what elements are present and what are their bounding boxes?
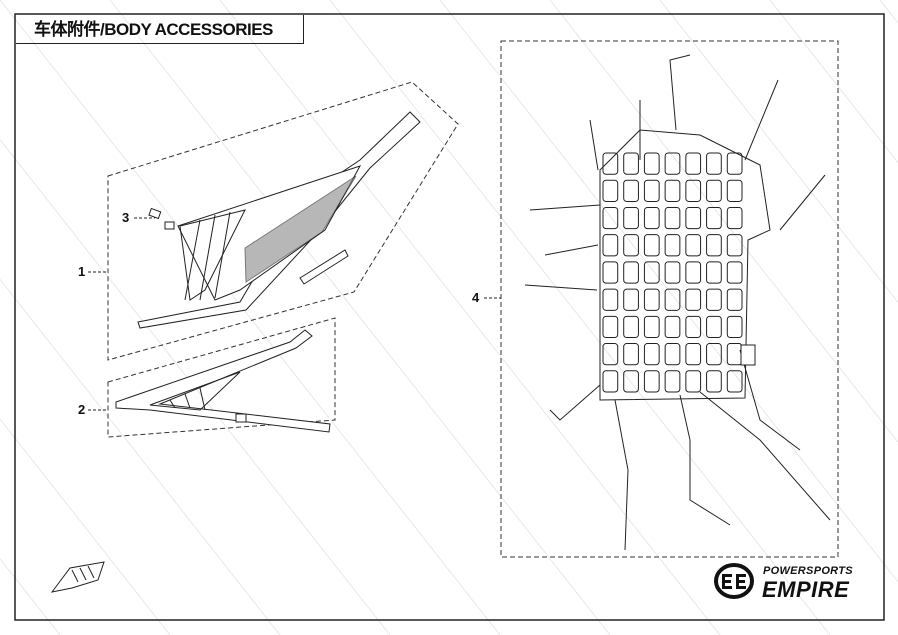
net-cell [706,261,722,284]
brand-line1: POWERSPORTS [763,565,853,577]
net-cell [706,370,722,393]
net-cell [726,288,743,311]
net-cell [726,234,743,257]
watermark-band [219,0,721,635]
net-cell [664,179,681,202]
watermark-band [659,0,898,303]
net-cell [623,234,639,257]
net-cell [623,179,639,202]
net-cell [706,343,722,366]
watermark-band [439,0,898,583]
net-cell [623,315,639,339]
net-cell [685,206,702,230]
net-cell [685,370,702,393]
net-cell [602,179,619,202]
watermark-band [0,139,391,635]
net-cell [602,234,619,257]
net-cell [602,206,619,230]
net-cell [706,288,722,311]
net-cell [643,234,660,257]
watermark-band [879,0,898,24]
group-box-1 [107,81,459,361]
front-arrow-icon [50,561,105,593]
net-cell [623,261,639,284]
page-title: 车体附件/BODY ACCESSORIES [16,15,304,44]
net-cell [623,206,639,230]
net-cell [685,343,702,366]
net-cell [706,234,722,257]
net-cell [602,288,619,311]
empire-emblem-icon [714,563,754,599]
net-cell [623,288,639,311]
net-cell [602,315,619,339]
net-cell [706,206,722,230]
callout-4: 4 [472,290,480,305]
net-cell [685,261,702,284]
net-cell [706,315,722,339]
side-net-strap [115,329,331,433]
net-cell [602,152,619,175]
net-cell [706,179,722,202]
net-cell [685,288,702,311]
group-box-4 [500,40,839,558]
net-cell [706,152,722,175]
sheet-border [14,13,885,621]
group-box-2 [107,317,336,438]
net-cell [664,152,681,175]
net-cell [726,261,743,284]
net-cell [664,234,681,257]
cargo-net [599,129,771,401]
net-cell [602,343,619,366]
net-cell [643,288,660,311]
net-cell [623,152,639,175]
net-cell [602,261,619,284]
callout-2: 2 [78,402,86,417]
watermark-band [769,0,898,164]
net-cell [664,315,681,339]
brand-line2: EMPIRE [762,577,850,602]
net-cell [602,370,619,393]
watermark-band [329,0,831,635]
brand-logo: POWERSPORTS EMPIRE [712,563,872,605]
net-cell [643,315,660,339]
cargo-net-straps [524,54,831,551]
side-net-left [137,111,421,329]
watermark-band [109,0,611,635]
net-outline [599,129,771,401]
net-cell [664,370,681,393]
net-cell [643,343,660,366]
net-cell [664,288,681,311]
net-cell [685,179,702,202]
watermark-band [0,418,171,635]
net-cell [685,234,702,257]
net-cell [643,206,660,230]
net-cell [726,206,743,230]
net-cell [726,179,743,202]
net-cell [726,343,743,366]
net-cell [726,315,743,339]
net-cell [643,370,660,393]
net-cell [726,370,743,393]
net-cell [643,152,660,175]
net-cell [623,343,639,366]
net-cell [623,370,639,393]
net-cell [685,152,702,175]
watermark-band [549,0,898,443]
net-cell [685,315,702,339]
net-cell [664,206,681,230]
callout-3: 3 [122,210,130,225]
net-cell [643,179,660,202]
callout-1: 1 [78,264,86,279]
net-cell [726,152,743,175]
net-cell [664,261,681,284]
net-cell [643,261,660,284]
net-cell [664,343,681,366]
watermark-band [0,278,281,635]
watermark-band [0,0,501,635]
